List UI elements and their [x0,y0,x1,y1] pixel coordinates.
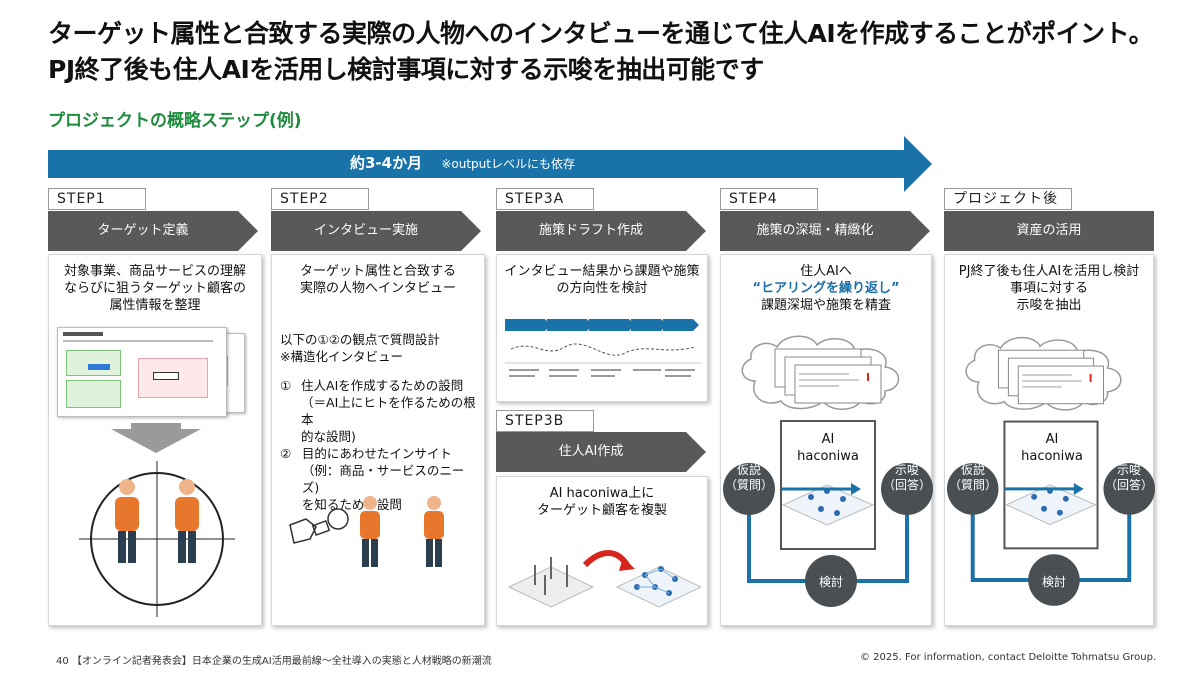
step3a-card: インタビュー結果から課題や施策 の方向性を検討 [496,254,708,402]
post-insight-node: 示唆 （回答） [1104,463,1153,492]
footer-copyright: © 2025. For information, contact Deloitt… [860,652,1157,663]
post-project-card: PJ終了後も住人AIを活用し検討 事項に対する 示唆を抽出 AI haconiw… [944,254,1155,626]
step4-text-emph: “ヒアリングを繰り返し” [752,281,900,296]
step1-tag: STEP1 [48,188,146,210]
haconiwa-loop-diagram [723,335,933,607]
page-title: ターゲット属性と合致する実際の人物へのインタビューを通じて住人AIを作成すること… [48,16,1188,88]
timeline-note: ※outputレベルにも依存 [441,157,575,171]
post-review-node: 検討 [1041,575,1066,589]
step4-text-post: 課題深堀や施策を精査 [760,298,891,313]
step2-arrow [271,211,481,251]
step2-item-1: ① 住人AIを作成するための設問 （＝AI上にヒトを作るための根本 的な設問) [280,378,476,444]
step2-label: インタビュー実施 [313,223,418,238]
step4-insight-node: 示唆 （回答） [882,463,931,492]
step3b-arrow [496,432,706,472]
section-title: プロジェクトの概略ステップ(例) [48,111,302,131]
step4-text-pre: 住人AIへ [800,264,852,279]
step3b-label: 住人AI作成 [558,444,624,459]
post-project-label: 資産の活用 [1016,223,1082,238]
step1-text-2: ならびに狙うターゲット顧客の [63,281,246,296]
journey-map-thumbnail [505,319,701,377]
step3b-text-1: AI haconiwa上に [549,486,655,501]
step3b-text-2: ターゲット顧客を複製 [536,503,667,518]
step1-text-1: 対象事業、商品サービスの理解 [63,264,246,279]
step2-tag: STEP2 [271,188,369,210]
step3a-tag: STEP3A [496,188,594,210]
post-project-tag: プロジェクト後 [944,188,1072,210]
post-hypothesis-node: 仮説 （質問） [948,463,997,492]
down-arrow-icon [111,423,201,453]
post-project-arrow [944,211,1154,251]
step4-tag: STEP4 [720,188,818,210]
footer-left: 40 【オンライン記者発表会】日本企業の生成AI活用最前線～全社導入の実態と人材… [56,656,492,667]
step4-arrow [720,211,930,251]
timeline-label: 約3-4か月 ※outputレベルにも依存 [350,152,575,173]
step2-text-2: 実際の人物へインタビュー [299,281,456,296]
post-text-2: 事項に対する [1009,281,1088,296]
step1-text-3: 属性情報を整理 [109,298,201,313]
step2-item-2: ② 目的にあわせたインサイト （例：商品・サービスのニーズ) を知るための設問 [280,446,465,512]
post-text-3: 示唆を抽出 [1016,298,1082,313]
step2-text-1: ターゲット属性と合致する [299,264,456,279]
post-box-title-1: AI [1045,432,1059,447]
post-box-title-2: haconiwa [1021,449,1083,464]
step4-review-node: 検討 [818,575,843,589]
timeline-arrow [48,136,932,192]
step2-card: ターゲット属性と合致する 実際の人物へインタビュー 以下の①②の観点で質問設計 … [271,254,485,626]
post-text-1: PJ終了後も住人AIを活用し検討 [958,264,1140,279]
interview-illustration [289,496,444,567]
timeline-duration: 約3-4か月 [350,154,423,172]
document-thumbnail-front [57,327,227,417]
step2-detail-intro-2: ※構造化インタビュー [280,349,403,364]
step1-arrow [48,211,258,251]
step1-card: 対象事業、商品サービスの理解 ならびに狙うターゲット顧客の 属性情報を整理 [48,254,262,626]
step4-box-title-1: AI [821,432,835,447]
step3a-text-2: の方向性を検討 [556,281,648,296]
step4-hypothesis-node: 仮説 （質問） [724,463,773,492]
step2-detail-intro-1: 以下の①②の観点で質問設計 [280,332,440,347]
step4-label: 施策の深堀・精緻化 [756,223,874,238]
step3a-text-1: インタビュー結果から課題や施策 [504,264,700,279]
replication-illustration [507,550,701,608]
target-persona-illustration [79,461,235,617]
step3a-arrow [496,211,706,251]
step3a-label: 施策ドラフト作成 [538,223,643,238]
step4-card: 住人AIへ “ヒアリングを繰り返し” 課題深堀や施策を精査 AI haconiw… [720,254,933,626]
step3b-card: AI haconiwa上に ターゲット顧客を複製 [496,476,708,626]
title-line-1: ターゲット属性と合致する実際の人物へのインタビューを通じて住人AIを作成すること… [48,19,1154,48]
step1-label: ターゲット定義 [97,223,189,238]
post-haconiwa-loop-diagram [946,336,1155,606]
step3b-tag: STEP3B [496,410,594,432]
step4-box-title-2: haconiwa [797,449,859,464]
title-line-2: PJ終了後も住人AIを活用し検討事項に対する示唆を抽出可能です [48,55,764,84]
